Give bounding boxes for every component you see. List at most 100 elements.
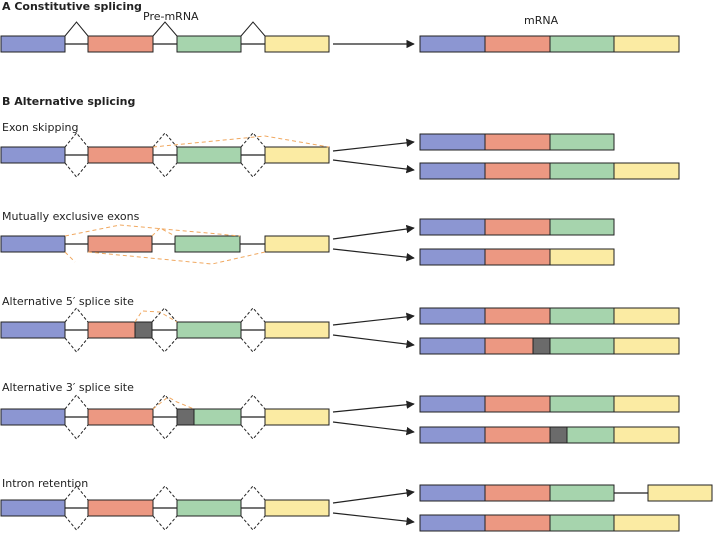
exon-2-red (87, 35, 154, 53)
exon-4-yellow (264, 35, 330, 53)
exon-4-yellow (264, 235, 330, 253)
splice-junction-dashed-upper (64, 485, 89, 501)
exon-3-green (549, 218, 615, 236)
splice-junction-peak (152, 21, 178, 37)
exon-1-blue (419, 426, 486, 444)
exon-4-yellow (613, 162, 680, 180)
row-label-alt-5-splice: Alternative 5′ splice site (2, 295, 134, 308)
exon-1-blue (419, 162, 486, 180)
exon-1-blue (419, 133, 486, 151)
exon-3-green (549, 337, 615, 355)
exon-4-yellow (613, 395, 680, 413)
exon-1-blue (0, 146, 66, 164)
splice-junction-dashed-upper (64, 307, 89, 323)
exon-3-green (193, 408, 242, 426)
splice-junction-dashed-lower (64, 515, 89, 531)
exon-1-blue (419, 484, 486, 502)
splicing-arrow (332, 400, 415, 413)
exon-3-green (549, 484, 615, 502)
splice-junction-dashed-lower (64, 162, 89, 178)
splice-junction-dashed-lower (151, 337, 178, 353)
splicing-arrow (332, 512, 415, 526)
mrna-label: mRNA (524, 14, 559, 27)
exon-3-green (174, 235, 241, 253)
exon-4-yellow (264, 499, 330, 517)
alternative-splice-path (64, 251, 76, 263)
splicing-arrow (332, 421, 415, 436)
alternative-splice-path (87, 251, 266, 265)
exon-4-yellow (613, 514, 680, 532)
exon-3-green (176, 35, 242, 53)
alternative-splice-path (152, 135, 330, 148)
splicing-arrow (332, 159, 415, 174)
row-label-exon-skipping: Exon skipping (2, 121, 78, 134)
splice-junction-dashed-lower (240, 162, 266, 178)
exon-1-blue (0, 321, 66, 339)
exon-4-yellow (264, 321, 330, 339)
exon-3-green (176, 321, 242, 339)
splice-junction-dashed-lower (152, 162, 178, 178)
exon-4-yellow (613, 307, 680, 325)
exon-1-blue (0, 35, 66, 53)
splicing-arrow (332, 312, 415, 326)
splice-junction-dashed-upper (152, 485, 178, 501)
exon-1-blue (419, 248, 486, 266)
exon-2-red (484, 218, 551, 236)
exon-4-yellow (613, 35, 680, 53)
alternative-splice-path (64, 224, 241, 237)
splicing-arrow (332, 334, 415, 349)
exon-4-yellow (264, 146, 330, 164)
splice-junction-dashed-lower (64, 337, 89, 353)
alternative-splice-path (134, 310, 178, 323)
splice-junction-dashed-upper (240, 485, 266, 501)
splice-junction-peak (64, 21, 89, 37)
alternative-splice-path (151, 227, 176, 237)
exon-2-red (484, 307, 551, 325)
exon-1-blue (419, 218, 486, 236)
splice-junction-peak (240, 21, 266, 37)
exon-4-yellow (613, 426, 680, 444)
exon-3-green (549, 35, 615, 53)
exon-2-red (484, 162, 551, 180)
exon-1-blue (0, 408, 66, 426)
row-label-intron-retention: Intron retention (2, 477, 88, 490)
splicing-arrow (332, 138, 415, 152)
splice-junction-dashed-upper (240, 307, 266, 323)
exon-2-red (87, 321, 136, 339)
splice-junction-dashed-upper (152, 394, 178, 410)
splice-extension-gray (134, 321, 153, 339)
exon-4-yellow (647, 484, 713, 502)
splice-junction-dashed-lower (240, 337, 266, 353)
splice-junction-dashed-lower (240, 515, 266, 531)
exon-4-yellow (549, 248, 615, 266)
splice-junction-dashed-upper (240, 132, 266, 148)
exon-2-red (484, 337, 534, 355)
splice-junction-dashed-upper (64, 132, 89, 148)
exon-2-red (484, 395, 551, 413)
row-label-alt-3-splice: Alternative 3′ splice site (2, 381, 134, 394)
section-a-title: A Constitutive splicing (2, 0, 142, 13)
diagram-shapes (0, 21, 713, 532)
exon-3-green (549, 307, 615, 325)
splicing-arrow (332, 248, 415, 262)
splice-junction-dashed-upper (151, 307, 178, 323)
exon-3-green (176, 146, 242, 164)
exon-3-green (566, 426, 615, 444)
pre-mrna-label: Pre-mRNA (143, 10, 199, 23)
splice-junction-dashed-upper (64, 394, 89, 410)
exon-2-red (484, 133, 551, 151)
exon-2-red (484, 35, 551, 53)
splicing-arrow (332, 488, 415, 504)
exon-3-green (549, 514, 615, 532)
splice-extension-gray (532, 337, 551, 355)
exon-2-red (484, 514, 551, 532)
exon-1-blue (419, 514, 486, 532)
exon-2-red (87, 146, 154, 164)
exon-3-green (176, 499, 242, 517)
exon-1-blue (0, 235, 66, 253)
exon-2-red (484, 484, 551, 502)
splice-junction-dashed-upper (240, 394, 266, 410)
exon-2-red (87, 408, 154, 426)
exon-2-red (87, 235, 153, 253)
